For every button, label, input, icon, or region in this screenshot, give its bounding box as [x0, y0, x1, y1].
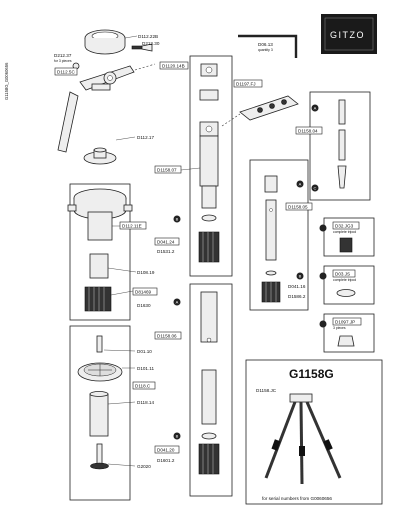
label-d32-jg3: D32.JG3	[335, 224, 354, 229]
accessory-box-js	[323, 265, 375, 305]
marker-b-3-text: B	[299, 274, 302, 279]
serial-note: for serial numbers from G0060656	[262, 496, 332, 501]
label-d041-16: D041.16	[288, 284, 306, 289]
marker-a-1-text: A	[176, 300, 179, 305]
leg-end-rod-part	[337, 99, 347, 189]
bottom-leg-frame	[189, 283, 233, 497]
label-d118-c: D118.C	[135, 384, 151, 389]
label-d212-37-note: for 3 pieces	[54, 59, 72, 63]
label-d06-13-qty: quantity 3	[258, 48, 273, 52]
marker-c-1-text: C	[314, 186, 317, 191]
center-column-frame	[69, 325, 131, 501]
leg-tube-upper-part	[199, 121, 219, 209]
label-d118-14: D118.14	[137, 400, 154, 405]
label-d1630: D1630	[137, 303, 151, 308]
top-leg-frame	[189, 55, 233, 277]
label-d101-11: D101.11	[137, 366, 154, 371]
marker-b-1-text: B	[176, 217, 179, 222]
label-d1158-05: D1158.05	[288, 205, 308, 210]
marker-b-1	[173, 215, 181, 223]
label-d1197-fj: D1197.FJ	[236, 82, 256, 87]
label-d1120-14b: D1120.14B	[162, 64, 185, 69]
label-d1601-2: D1601.2	[157, 458, 175, 463]
foot-part-small	[336, 289, 356, 297]
foot-part-large	[339, 237, 353, 253]
spider-bracket-part	[239, 95, 299, 121]
leg-lock-small-part	[261, 281, 281, 303]
label-d01-10: D01.10	[137, 349, 152, 354]
marker-c-1	[311, 184, 319, 192]
label-d03-js-note: complete tripod	[333, 278, 356, 282]
model-box	[245, 359, 383, 505]
brand-logo-text: GITZO	[330, 30, 365, 40]
accessory-box-jp	[323, 313, 375, 353]
marker-a-3	[296, 180, 304, 188]
model-title: G1158G	[289, 367, 334, 381]
leg-tube-middle-part	[200, 291, 218, 425]
label-d1158-06: D1158.06	[157, 334, 177, 339]
housing-part	[67, 188, 133, 241]
pan-arm-part	[57, 65, 135, 153]
label-d1158-jc: D1158.JC	[256, 388, 277, 393]
marker-a-2-text: A	[314, 106, 317, 111]
label-d212-37: D212.37	[54, 53, 72, 58]
label-d112-22b: D112.22B	[138, 34, 158, 39]
page-area	[17, 3, 395, 513]
label-d81469: D81469	[135, 290, 152, 295]
rubber-foot-part	[337, 335, 355, 347]
marker-a-1	[173, 298, 181, 306]
label-d108-19: D108.19	[137, 270, 155, 275]
label-d1158-04: D1158.04	[298, 129, 318, 134]
label-d1097-jp: D1097.JP	[335, 320, 355, 325]
rotation-base-part	[83, 147, 117, 165]
marker-b-2-text: B	[176, 434, 179, 439]
top-leg-clip-part	[199, 63, 219, 101]
marker-b-3	[296, 272, 304, 280]
marker-a-2	[311, 104, 319, 112]
pin-part	[96, 335, 103, 353]
tripod-illustration	[264, 393, 342, 485]
label-d041-24: D041.24	[157, 240, 175, 245]
label-d1586-2: D1586.2	[288, 294, 306, 299]
label-d212-30: D212.30	[142, 41, 160, 46]
label-d1158-07: D1158.07	[157, 168, 177, 173]
label-d1097-jp-note: 3 pieces	[333, 326, 346, 330]
column-housing-frame	[69, 183, 131, 321]
marker-b-2	[173, 432, 181, 440]
allen-key-part	[238, 34, 298, 58]
label-d03-js: D03.JS	[335, 272, 350, 277]
plate-part	[77, 362, 123, 382]
accessory-box-jg3	[323, 217, 375, 257]
screw-part	[131, 43, 153, 52]
marker-a-3-text: A	[299, 182, 302, 187]
label-g2020: G2020	[137, 464, 151, 469]
brand-logo: GITZO	[321, 14, 377, 54]
label-d112-5c: D112.5C	[57, 70, 75, 75]
label-d041-20: D041.20	[157, 448, 175, 453]
head-ring-part	[84, 29, 126, 55]
leg-lock-upper-part	[198, 231, 220, 263]
leg-lock-lower-part	[198, 443, 220, 475]
lower-leg-tube-part	[264, 175, 278, 261]
label-d112-11e: D112.11E	[122, 224, 142, 229]
lower-leg-frame	[249, 159, 309, 311]
label-d112-17: D112.17	[137, 135, 154, 140]
hook-part	[90, 443, 109, 470]
column-tube-part	[89, 391, 109, 437]
sleeve-part	[89, 253, 109, 279]
label-d32-jg3-note: complete tripod	[333, 230, 356, 234]
lock-knob-part	[84, 286, 112, 312]
label-d1531-2: D1531.2	[157, 249, 175, 254]
side-code: G1158G_G0060656	[4, 62, 9, 100]
label-d06-13: D06.13	[258, 42, 273, 47]
leg-end-frame	[309, 91, 371, 201]
